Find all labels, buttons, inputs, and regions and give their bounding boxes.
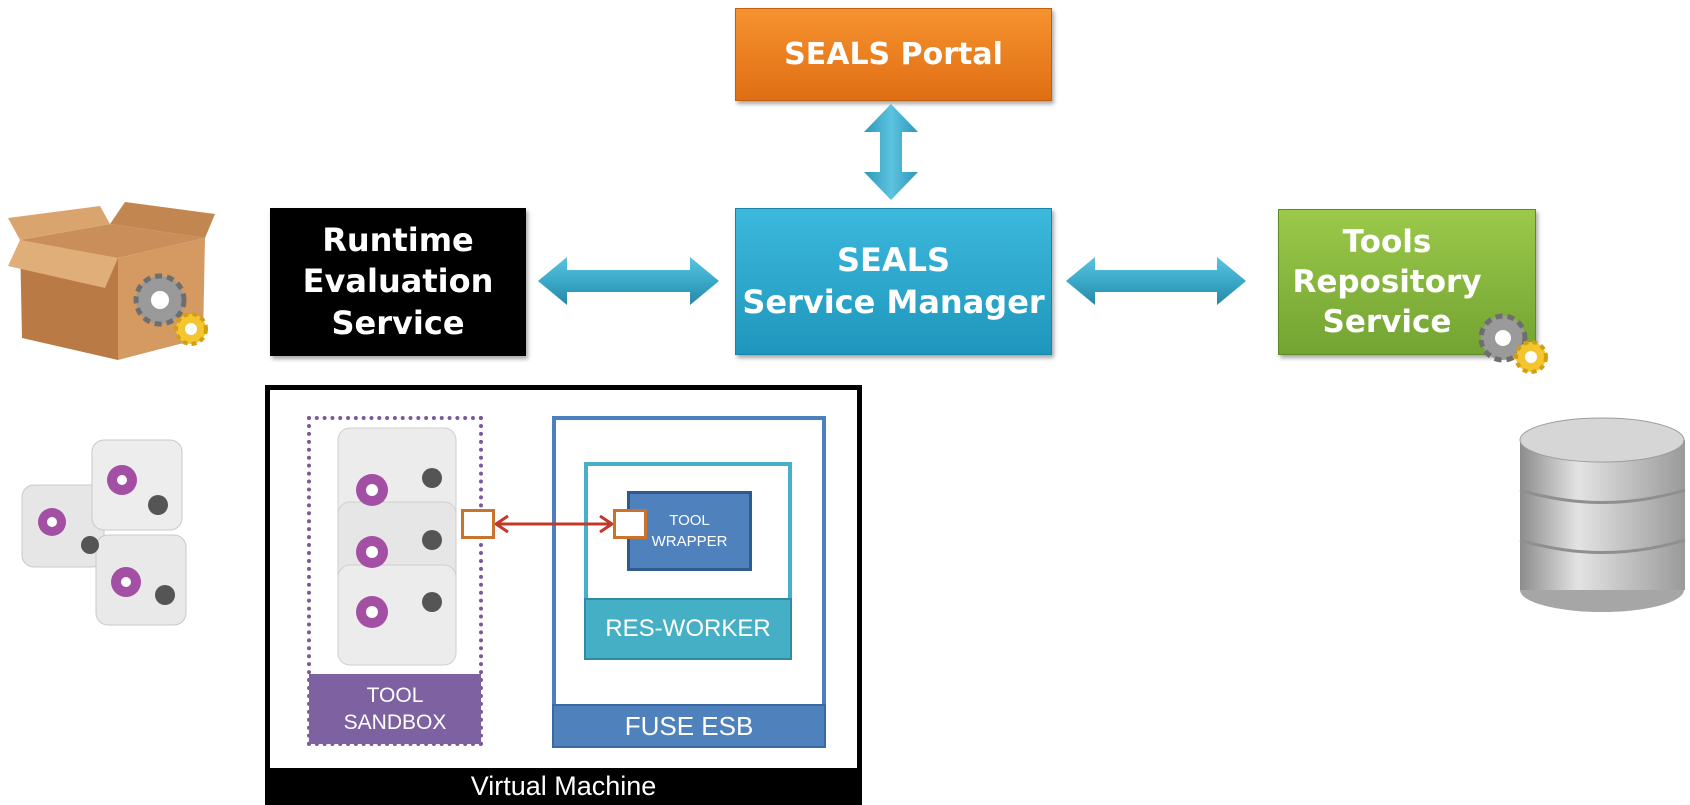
tool-sandbox-outline	[307, 416, 483, 746]
tools-repository-service-box: Tools Repository Service	[1278, 209, 1536, 355]
seals-portal-label: SEALS Portal	[784, 37, 1003, 72]
wrapper-port	[613, 509, 647, 539]
sandbox-port	[461, 509, 495, 539]
res-worker-box: RES-WORKER	[584, 598, 792, 660]
component-blocks-icon	[21, 439, 187, 626]
fuse-esb-label: FUSE ESB	[624, 710, 754, 741]
runtime-evaluation-service-box: Runtime Evaluation Service	[270, 208, 526, 356]
tools-repository-service-label: Tools Repository Service	[1292, 223, 1482, 341]
arrow-head-left	[493, 514, 509, 534]
seals-portal-box: SEALS Portal	[735, 8, 1052, 101]
res-worker-label: RES-WORKER	[605, 615, 771, 642]
runtime-evaluation-service-label: Runtime Evaluation Service	[302, 220, 494, 342]
manager-tools-arrow	[1066, 257, 1246, 305]
arrow-head-right	[599, 514, 615, 534]
portal-manager-arrow	[864, 104, 918, 200]
virtual-machine-label: Virtual Machine	[265, 768, 862, 805]
gear-icon	[1478, 313, 1548, 374]
seals-service-manager-label: SEALS Service Manager	[742, 240, 1045, 321]
component-blocks-icon	[337, 427, 457, 666]
runtime-manager-arrow	[538, 257, 719, 305]
tool-wrapper-label: TOOL WRAPPER	[651, 512, 728, 550]
tool-sandbox-box: TOOL SANDBOX	[309, 674, 481, 744]
seals-service-manager-box: SEALS Service Manager	[735, 208, 1052, 355]
tool-sandbox-label: TOOL SANDBOX	[343, 683, 447, 734]
database-icon	[1519, 417, 1686, 612]
gear-icon	[133, 273, 208, 346]
fuse-esb-box: FUSE ESB	[552, 704, 826, 748]
